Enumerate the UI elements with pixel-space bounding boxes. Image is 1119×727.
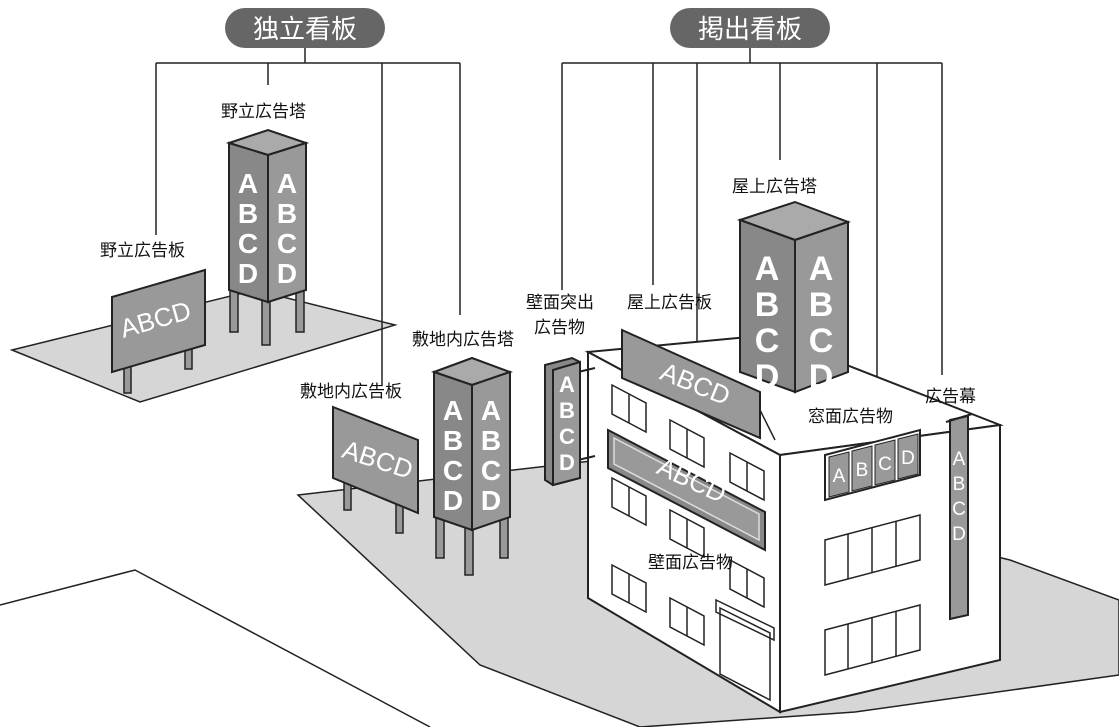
label-wall-projecting-1: 壁面突出 (526, 293, 594, 313)
letter-d: D (559, 450, 575, 475)
letter-b: B (755, 286, 780, 324)
label-premises-board: 敷地内広告板 (300, 382, 402, 402)
letter-a: A (809, 250, 834, 288)
header-standalone-text: 独立看板 (253, 15, 357, 45)
header-standalone: 独立看板 (225, 8, 385, 48)
premises-tower-letters-left: A B C D (443, 395, 463, 516)
premises-tower: A B C D A B C D (431, 356, 513, 576)
banner: A B C D (945, 413, 973, 621)
label-field-tower: 野立広告塔 (221, 102, 306, 122)
label-rooftop-board: 屋上広告板 (627, 293, 712, 313)
wall-sign: ABCD (607, 428, 766, 552)
label-banner: 広告幕 (925, 387, 976, 407)
header-mounted-text: 掲出看板 (698, 15, 802, 45)
letter-a: A (559, 372, 575, 397)
label-rooftop-tower: 屋上広告塔 (732, 177, 817, 197)
letter-b: B (809, 286, 834, 324)
letter-a: A (481, 395, 501, 426)
field-tower: A B C D A B C D (225, 128, 310, 346)
letter-a: A (953, 449, 966, 470)
side-windows (824, 514, 921, 676)
header-mounted: 掲出看板 (670, 8, 830, 48)
letter-a: A (755, 250, 780, 288)
letter-c: C (878, 454, 892, 475)
field-billboard: ABCD (111, 268, 206, 394)
rooftop-tower: A B C D A B C D (736, 200, 851, 396)
letter-a: A (238, 168, 258, 199)
letter-d: D (755, 358, 780, 396)
letter-c: C (809, 322, 834, 360)
letter-b: B (856, 460, 869, 481)
letter-c: C (238, 228, 258, 259)
letter-a: A (277, 168, 297, 199)
letter-b: B (277, 198, 297, 229)
road-outline (0, 569, 431, 727)
letter-c: C (277, 228, 297, 259)
letter-d: D (901, 448, 915, 469)
projecting-sign: A B C D (544, 356, 596, 487)
letter-d: D (481, 485, 501, 516)
letter-c: C (559, 424, 575, 449)
letter-c: C (755, 322, 780, 360)
letter-b: B (443, 425, 463, 456)
letter-b: B (953, 474, 966, 495)
label-window: 窓面広告物 (808, 407, 893, 427)
labels: 野立広告塔 野立広告板 敷地内広告塔 敷地内広告板 壁面突出 広告物 屋上広告板… (100, 102, 976, 573)
letter-b: B (481, 425, 501, 456)
rooftop-tower-letters-left: A B C D (755, 250, 780, 396)
label-wall-projecting-2: 広告物 (534, 318, 585, 338)
letter-d: D (809, 358, 834, 396)
letter-a: A (833, 466, 846, 487)
letter-d: D (238, 258, 258, 289)
premises-billboard: ABCD (332, 405, 419, 534)
front-windows (611, 383, 765, 647)
letter-d: D (443, 485, 463, 516)
letter-a: A (443, 395, 463, 426)
letter-c: C (952, 499, 966, 520)
projecting-sign-letters: A B C D (559, 372, 575, 475)
banner-letters: A B C D (952, 449, 966, 545)
letter-d: D (952, 524, 966, 545)
window-sign: A B C D (824, 428, 921, 502)
leader-lines-standalone (155, 48, 461, 385)
label-field-board: 野立広告板 (100, 241, 185, 261)
door (715, 598, 775, 702)
letter-d: D (277, 258, 297, 289)
letter-b: B (238, 198, 258, 229)
letter-c: C (443, 455, 463, 486)
field-tower-letters-left: A B C D (238, 168, 258, 289)
label-wall: 壁面広告物 (648, 553, 733, 573)
premises-tower-letters-right: A B C D (481, 395, 501, 516)
rooftop-tower-letters-right: A B C D (809, 250, 834, 396)
field-tower-letters-right: A B C D (277, 168, 297, 289)
letter-b: B (559, 398, 575, 423)
letter-c: C (481, 455, 501, 486)
label-premises-tower: 敷地内広告塔 (412, 330, 514, 350)
